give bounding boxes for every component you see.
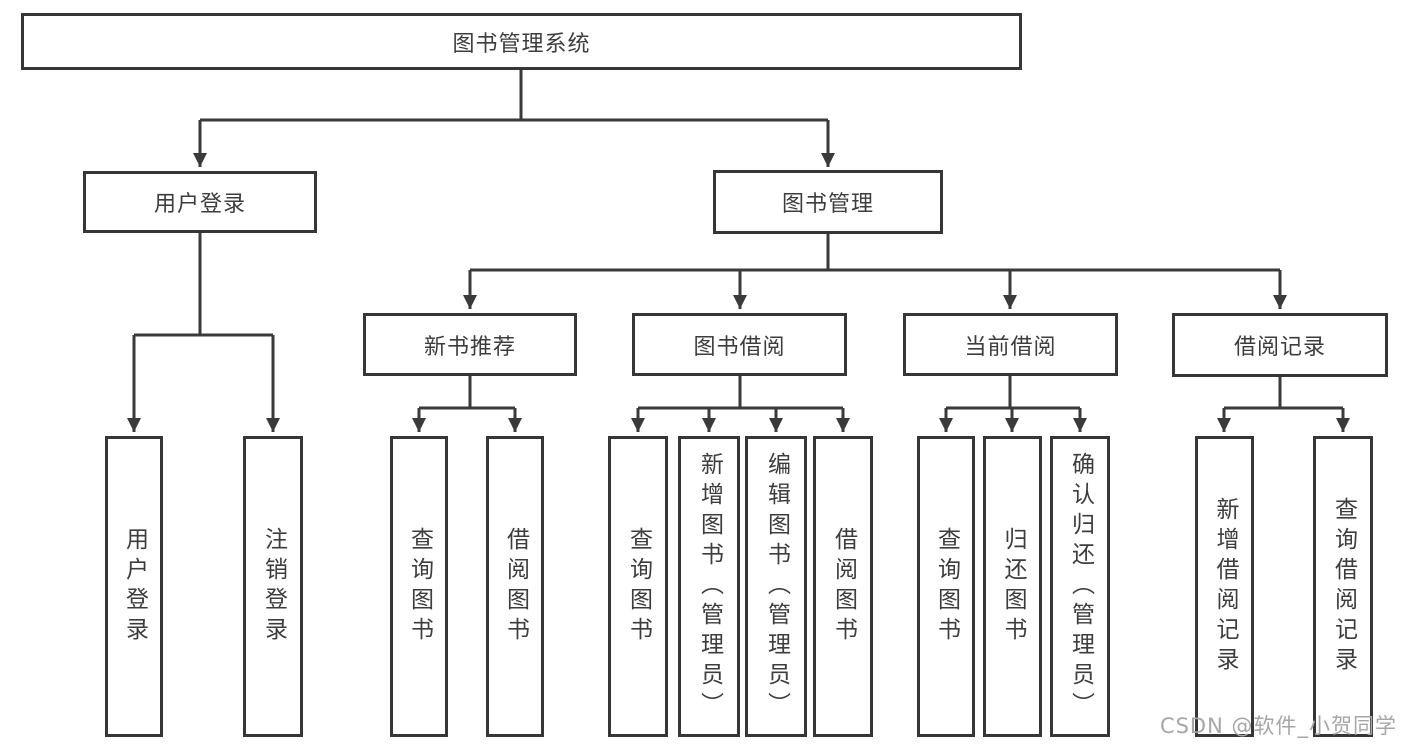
node-section-new-books: 新书推荐	[363, 313, 577, 376]
node-user-login-branch: 用户登录	[83, 171, 317, 233]
edge-book-borrow-to-leaves	[631, 376, 850, 432]
node-leaf-add-books-admin: 新增图书（管理员）	[678, 436, 740, 737]
node-leaf-user-login: 用户登录	[105, 436, 163, 737]
node-library-system: 图书管理系统	[21, 13, 1022, 70]
node-leaf-edit-books-admin: 编辑图书（管理员）	[745, 436, 807, 737]
node-leaf-add-borrow-record: 新增借阅记录	[1195, 436, 1254, 737]
node-leaf-borrow-books-newbooks: 借阅图书	[486, 436, 544, 737]
edge-book-mgmt-to-sections	[463, 234, 1287, 309]
edge-current-borrow-to-leaves	[939, 376, 1087, 432]
node-section-book-borrow: 图书借阅	[632, 313, 847, 376]
node-leaf-confirm-return-admin: 确认归还（管理员）	[1050, 436, 1110, 737]
node-section-current-borrow: 当前借阅	[903, 313, 1118, 376]
node-leaf-return-books: 归还图书	[983, 436, 1042, 737]
node-leaf-query-books-borrow: 查询图书	[608, 436, 668, 737]
node-section-borrow-records: 借阅记录	[1172, 313, 1388, 377]
node-leaf-logout: 注销登录	[243, 436, 303, 737]
node-leaf-query-books-newbooks: 查询图书	[390, 436, 448, 737]
edge-new-books-to-leaves	[412, 376, 522, 432]
node-book-management-branch: 图书管理	[713, 170, 943, 234]
edge-user-login-to-leaves	[127, 233, 280, 432]
node-leaf-query-books-current: 查询图书	[917, 436, 975, 737]
edge-records-to-leaves	[1217, 377, 1350, 432]
node-leaf-borrow-books-borrow: 借阅图书	[813, 436, 873, 737]
node-leaf-query-borrow-record: 查询借阅记录	[1313, 436, 1373, 737]
edge-root-to-branches	[193, 70, 835, 167]
csdn-watermark: CSDN @软件_小贺同学	[1159, 714, 1397, 738]
